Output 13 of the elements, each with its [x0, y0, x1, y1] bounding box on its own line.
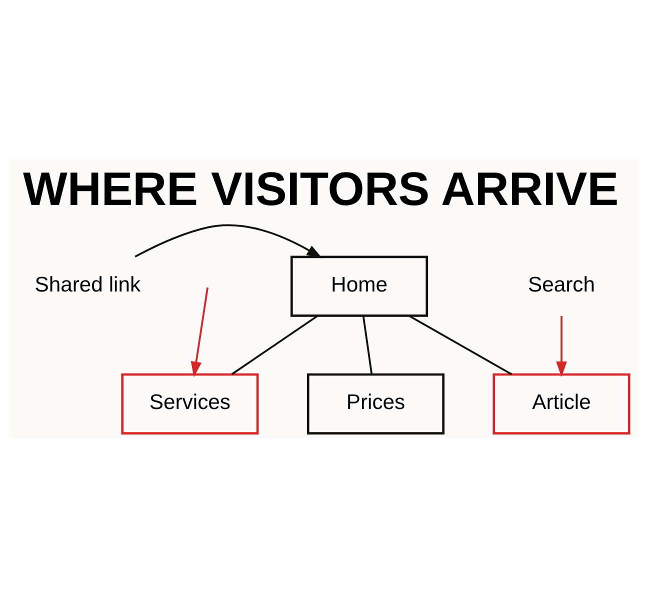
node-box: Home: [290, 255, 428, 316]
arrow: [190, 286, 208, 377]
node-text: Search: [528, 272, 596, 296]
connector: [362, 315, 373, 374]
connector: [231, 314, 318, 374]
arrow: [134, 224, 322, 258]
connector: [408, 314, 512, 375]
arrow: [556, 315, 567, 377]
node-text: Shared link: [34, 272, 141, 296]
node-box: Services: [121, 372, 259, 434]
diagram-title: WHERE VISITORS ARRIVE: [22, 161, 619, 214]
node-box: Prices: [306, 372, 445, 434]
node-box: Article: [492, 372, 630, 434]
